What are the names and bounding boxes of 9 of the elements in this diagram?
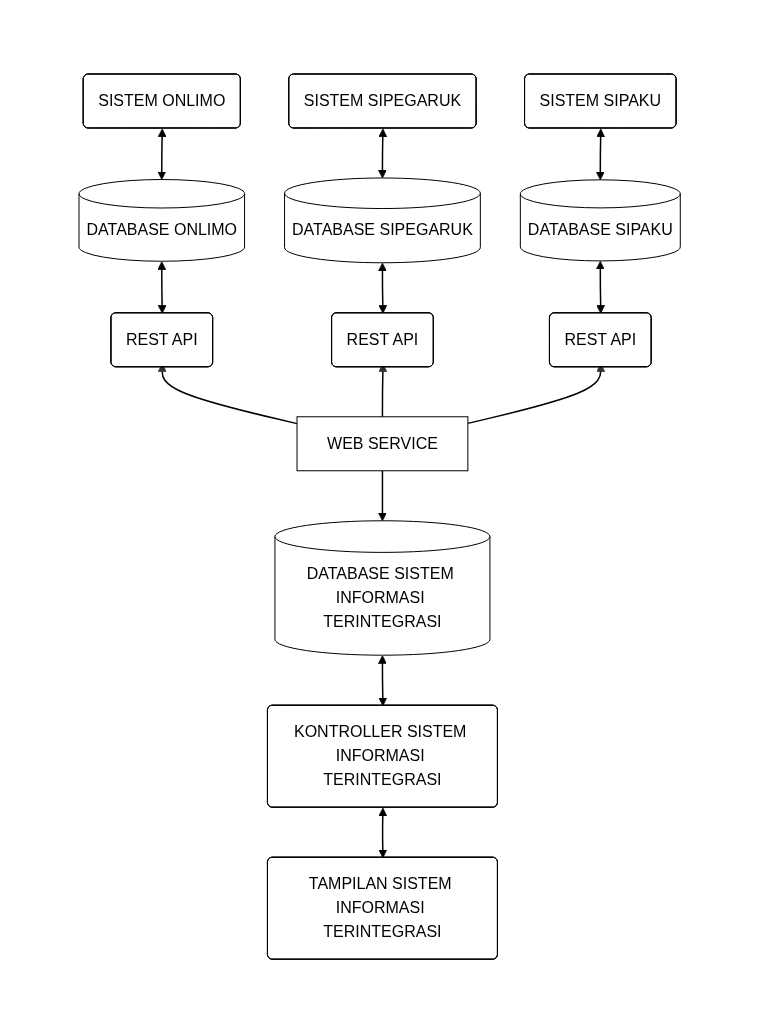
arrow (157, 128, 167, 181)
arrow (157, 261, 167, 315)
arrow (378, 655, 388, 707)
arrow (378, 470, 388, 522)
node-box: WEB SERVICE (296, 416, 469, 472)
arrow (596, 261, 606, 315)
arrow (596, 128, 606, 181)
arrow (378, 808, 388, 859)
arrow (378, 128, 388, 179)
